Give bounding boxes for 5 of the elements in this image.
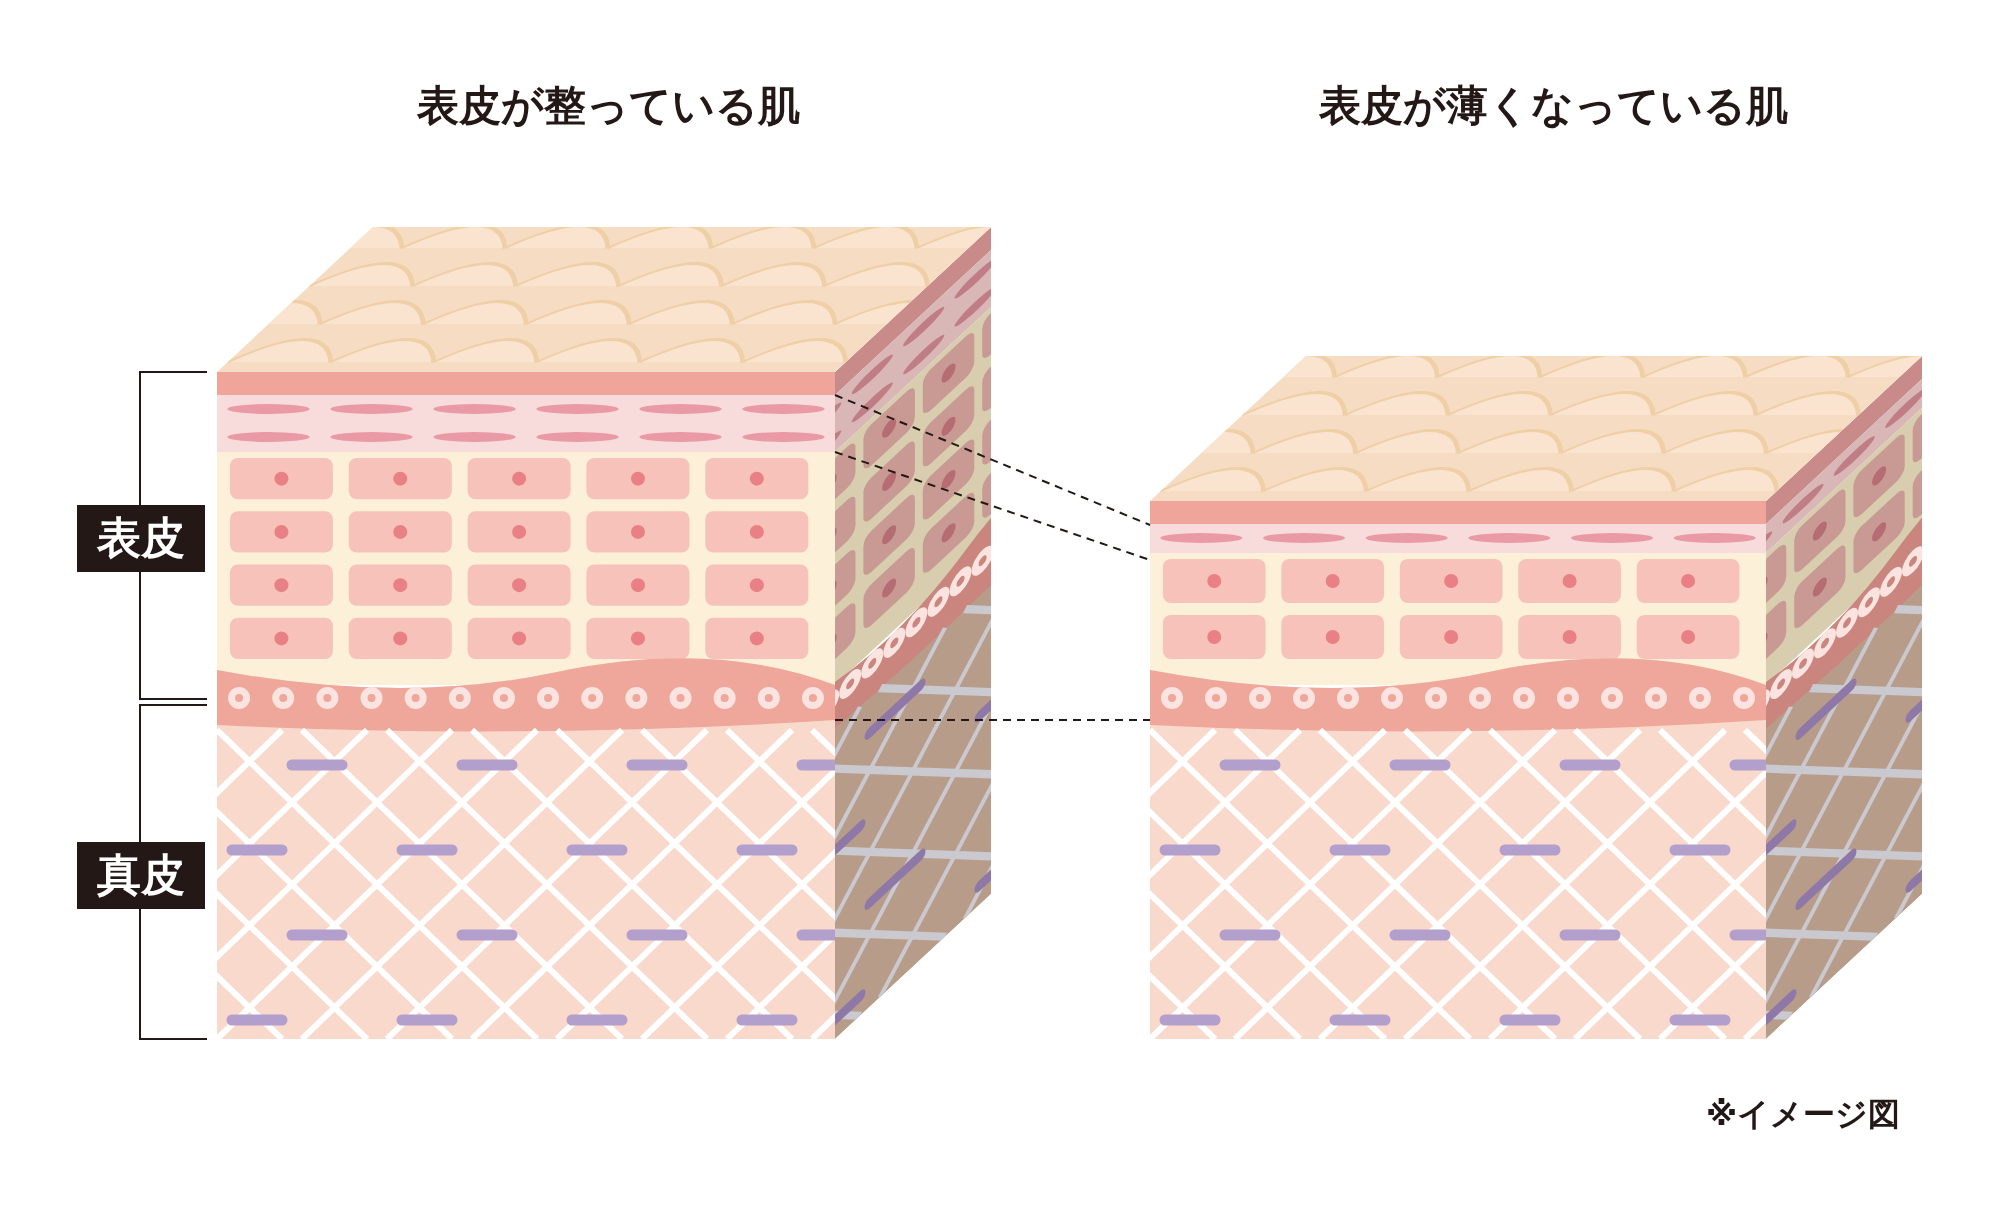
layer-label: 表皮 <box>77 505 205 572</box>
note: ※イメージ図 <box>1706 1094 1901 1135</box>
layer-label: 真皮 <box>77 842 205 909</box>
heading: 表皮が整っている肌 <box>416 80 800 132</box>
heading: 表皮が薄くなっている肌 <box>1318 80 1788 132</box>
